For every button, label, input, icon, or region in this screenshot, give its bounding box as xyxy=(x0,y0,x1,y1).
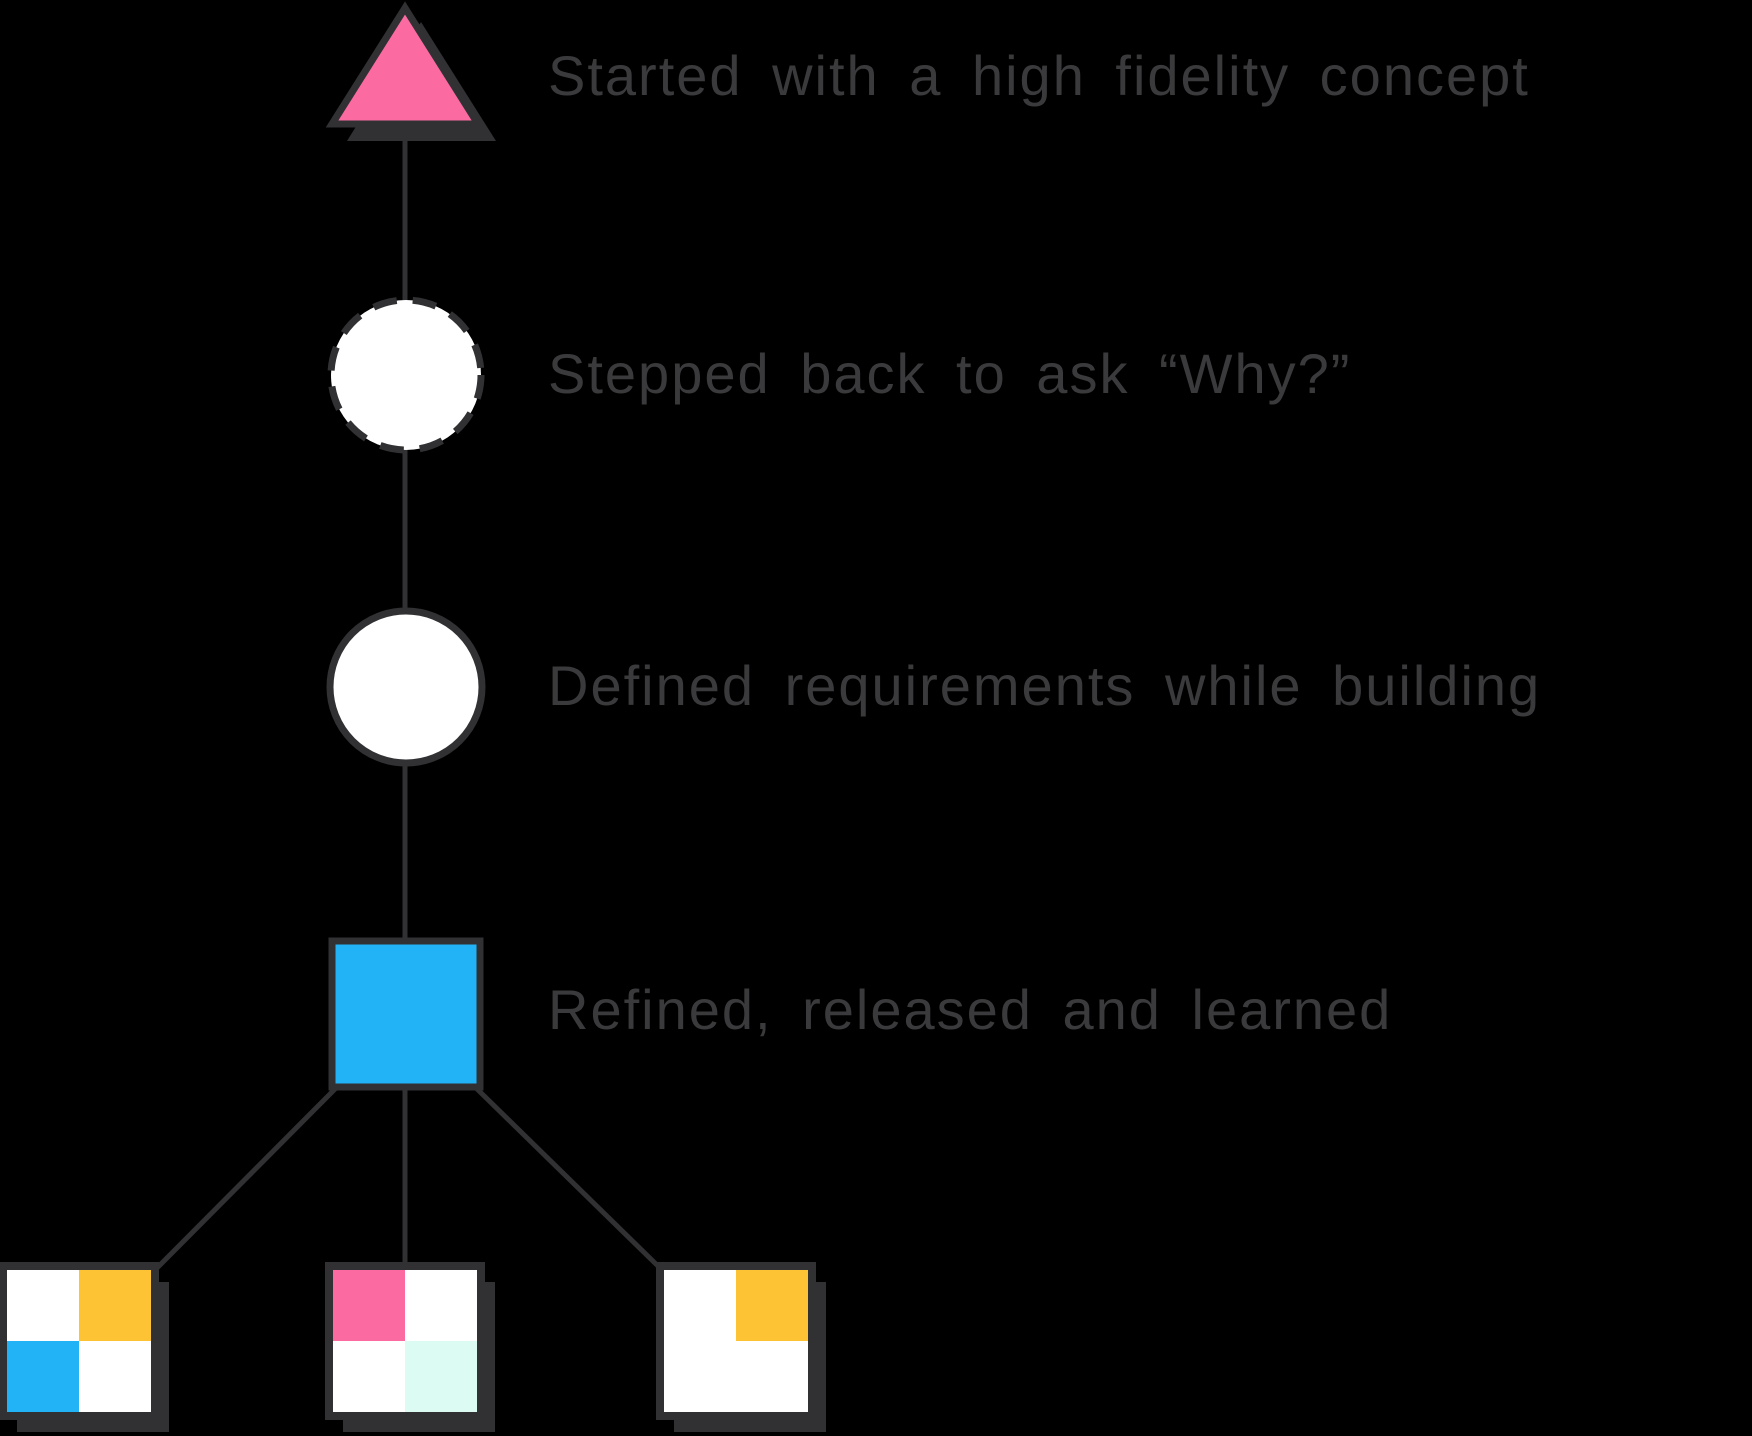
variant-2-quadrant-tr xyxy=(405,1266,481,1341)
step-label-3: Defined requirements while building xyxy=(548,654,1542,717)
why-dashed-circle xyxy=(327,296,485,454)
variant-square-3 xyxy=(656,1262,826,1432)
step-label-2: Stepped back to ask “Why?” xyxy=(548,342,1352,405)
variant-1-quadrant-tl xyxy=(3,1266,79,1341)
branch-line-right xyxy=(472,1084,662,1270)
branch-line-left xyxy=(155,1084,340,1270)
variant-square-1 xyxy=(0,1262,169,1432)
variant-2-quadrant-br xyxy=(405,1341,481,1416)
variant-3-quadrant-tr xyxy=(736,1266,812,1341)
variant-2-quadrant-bl xyxy=(329,1341,405,1416)
variant-square-1-border xyxy=(0,1262,159,1420)
variant-3-quadrant-br xyxy=(736,1341,812,1416)
variant-square-2-border xyxy=(325,1262,485,1420)
concept-triangle xyxy=(325,1,485,128)
release-square xyxy=(328,937,484,1091)
step-label-1: Started with a high fidelity concept xyxy=(548,44,1530,107)
variant-square-3-border xyxy=(656,1262,816,1420)
variant-3-quadrant-tl xyxy=(660,1266,736,1341)
variant-2-quadrant-tl xyxy=(329,1266,405,1341)
variant-1-quadrant-bl xyxy=(3,1341,79,1416)
variant-3-quadrant-bl xyxy=(660,1341,736,1416)
variant-square-2 xyxy=(325,1262,495,1432)
variant-1-quadrant-tr xyxy=(79,1266,155,1341)
requirements-circle xyxy=(326,607,486,767)
variant-1-quadrant-br xyxy=(79,1341,155,1416)
step-label-4: Refined, released and learned xyxy=(548,978,1393,1041)
